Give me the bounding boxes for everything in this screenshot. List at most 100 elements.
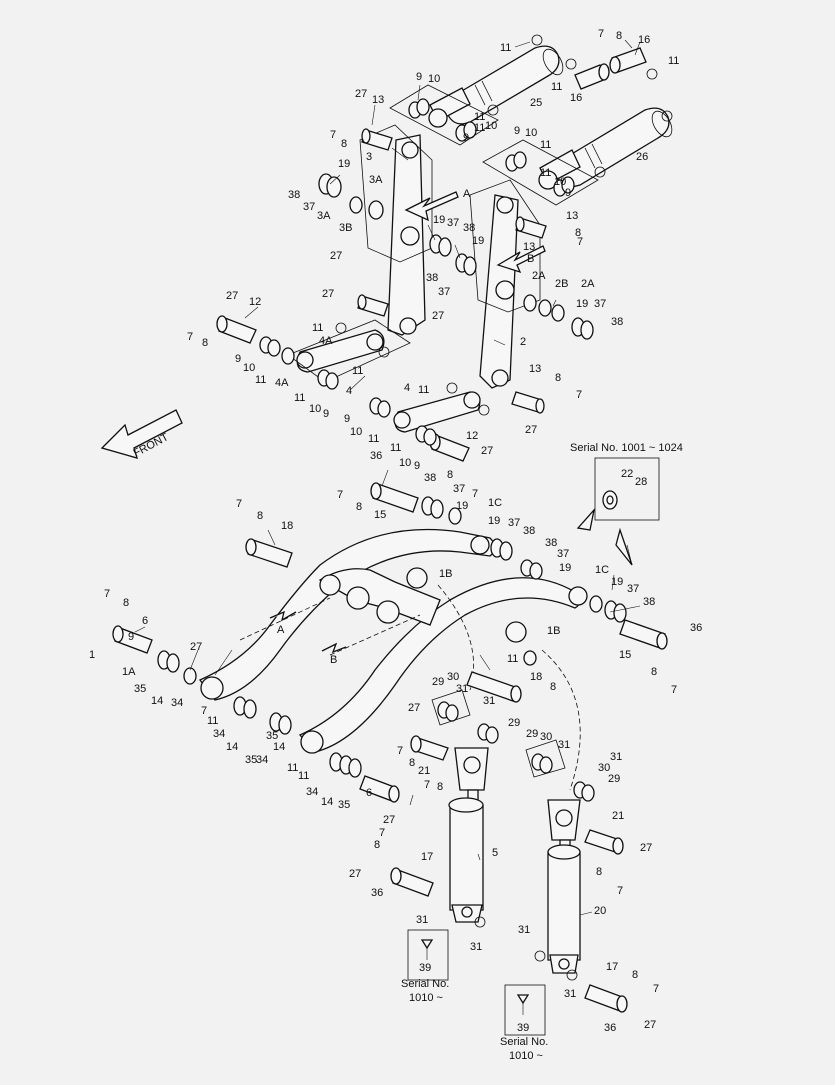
part-number-callout: 11: [500, 42, 511, 54]
part-number-callout: 27: [190, 641, 202, 653]
part-number-callout: 8: [437, 781, 443, 793]
part-number-callout: 1C: [595, 564, 609, 576]
part-number-callout: 10: [485, 120, 497, 132]
serial-box-1001: [594, 457, 660, 521]
part-number-callout: 8: [341, 138, 347, 150]
serial-note-left-line1: Serial No.: [401, 978, 449, 990]
part-number-callout: 10: [525, 127, 537, 139]
washer-stacks-boom: [157, 496, 627, 778]
part-number-callout: 9: [323, 408, 329, 420]
part-number-callout: 16: [638, 34, 650, 46]
part-number-callout: 29: [608, 773, 620, 785]
callout-b-top: B: [527, 253, 534, 265]
part-number-callout: 10: [399, 457, 411, 469]
part-number-callout: 38: [288, 189, 300, 201]
part-number-callout: 37: [447, 217, 459, 229]
part-number-callout: 8: [596, 866, 602, 878]
part-number-callout: 37: [557, 548, 569, 560]
part-number-callout: 8: [575, 227, 581, 239]
part-number-callout: 27: [481, 445, 493, 457]
part-number-callout: 9: [514, 125, 520, 137]
part-number-callout: 19: [472, 235, 484, 247]
part-number-callout: 11: [294, 392, 305, 404]
part-number-callout: 38: [463, 222, 475, 234]
cylinder-25: [428, 45, 564, 128]
part-number-callout: 31: [564, 988, 576, 1000]
serial-note-left-line2: 1010 ~: [409, 992, 443, 1004]
part-number-callout: 1B: [439, 568, 452, 580]
part-number-callout: 31: [416, 914, 428, 926]
part-number-callout: 10: [350, 426, 362, 438]
washer-22-28: [602, 490, 618, 510]
part-number-callout: 12: [249, 296, 261, 308]
part-number-callout: 27: [432, 310, 444, 322]
part-number-callout: 34: [213, 728, 225, 740]
part-number-callout: 10: [243, 362, 255, 374]
link-4-left: [296, 329, 385, 373]
part-number-callout: 17: [421, 851, 433, 863]
serial-range-note: Serial No. 1001 ~ 1024: [570, 442, 683, 454]
part-number-callout: 8: [632, 969, 638, 981]
part-number-callout: 38: [611, 316, 623, 328]
part-number-callout: 3A: [317, 210, 331, 222]
part-number-callout: 39: [419, 962, 431, 974]
part-number-callout: 11: [287, 762, 298, 774]
part-number-callout: 6: [142, 615, 148, 627]
part-number-callout: 25: [530, 97, 542, 109]
part-number-callout: 11: [540, 139, 551, 151]
part-number-callout: 31: [610, 751, 622, 763]
part-number-callout: 27: [644, 1019, 656, 1031]
part-number-callout: 4A: [319, 335, 333, 347]
part-number-callout: 9: [128, 631, 134, 643]
part-number-callout: 11: [312, 322, 323, 334]
part-number-callout: 15: [619, 649, 631, 661]
part-number-callout: 30: [447, 671, 459, 683]
part-number-callout: 1C: [488, 497, 502, 509]
part-number-callout: 27: [640, 842, 652, 854]
part-number-callout: 8: [550, 681, 556, 693]
part-number-callout: 27: [322, 288, 334, 300]
part-number-callout: 6: [366, 787, 372, 799]
part-number-callout: 5: [492, 847, 498, 859]
part-number-callout: 1B: [547, 625, 560, 637]
part-number-callout: 38: [545, 537, 557, 549]
part-number-callout: 7: [671, 684, 677, 696]
part-number-callout: 8: [555, 372, 561, 384]
washers-29-30-31: [431, 689, 595, 981]
part-number-callout: 21: [612, 810, 624, 822]
washer-stack-3a: [318, 173, 384, 220]
part-number-callout: 2B: [555, 278, 568, 290]
part-number-callout: 11: [507, 653, 518, 665]
part-number-callout: 27: [383, 814, 395, 826]
part-number-callout: 9: [414, 460, 420, 472]
part-number-callout: 8: [374, 839, 380, 851]
part-number-callout: 27: [525, 424, 537, 436]
link-3: [387, 134, 426, 336]
part-number-callout: 8: [123, 597, 129, 609]
part-number-callout: 10: [428, 73, 440, 85]
part-number-callout: 16: [570, 92, 582, 104]
part-number-callout: 13: [566, 210, 578, 222]
part-number-callout: 11: [390, 442, 401, 454]
part-number-callout: 8: [616, 30, 622, 42]
part-number-callout: 7: [397, 745, 403, 757]
part-number-callout: 19: [433, 214, 445, 226]
part-number-callout: 13: [529, 363, 541, 375]
part-number-callout: 31: [470, 941, 482, 953]
part-number-callout: 7: [617, 885, 623, 897]
part-number-callout: 29: [508, 717, 520, 729]
part-number-callout: 13: [372, 94, 384, 106]
part-number-callout: 18: [530, 671, 542, 683]
part-number-callout: 14: [151, 695, 163, 707]
part-number-callout: 7: [201, 705, 207, 717]
part-number-callout: 30: [540, 731, 552, 743]
part-number-callout: 7: [577, 236, 583, 248]
part-number-callout: 38: [424, 472, 436, 484]
part-number-callout: 2A: [532, 270, 546, 282]
part-number-callout: 38: [643, 596, 655, 608]
part-number-callout: 36: [370, 450, 382, 462]
part-number-callout: 36: [604, 1022, 616, 1034]
pin-16-top: [574, 47, 647, 90]
part-number-callout: 3: [366, 151, 372, 163]
part-number-callout: 27: [330, 250, 342, 262]
